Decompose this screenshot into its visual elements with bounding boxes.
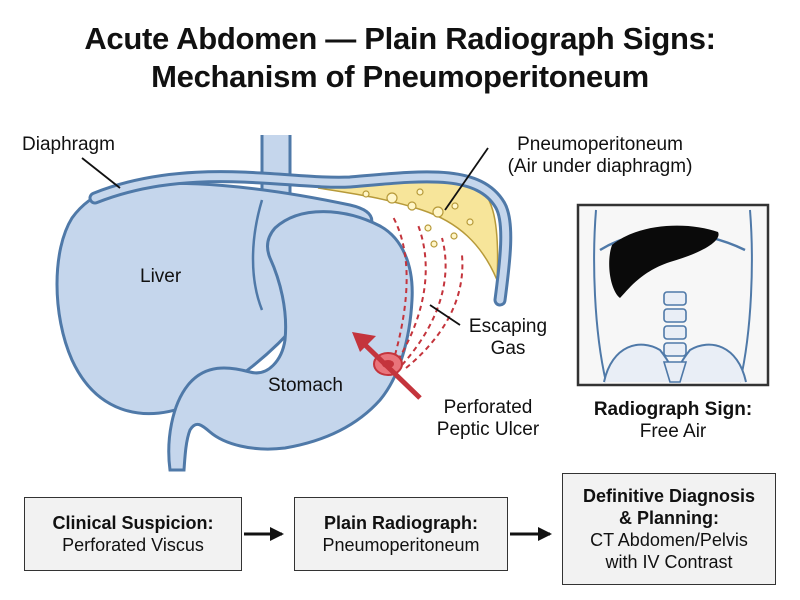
radiograph-sub: Free Air bbox=[639, 421, 707, 442]
air-bubble bbox=[386, 192, 398, 204]
air-bubble bbox=[450, 232, 458, 240]
gas-path bbox=[397, 224, 427, 361]
pneumo-leader bbox=[444, 147, 489, 211]
liver-lobe-line bbox=[251, 199, 264, 311]
xray-sacrum bbox=[662, 361, 688, 383]
flow-step-definitive-diagnosis: Definitive Diagnosis & Planning: CT Abdo… bbox=[562, 473, 776, 585]
gas-path bbox=[405, 254, 464, 369]
xray-body-outline bbox=[593, 209, 753, 383]
flow-step-1-text: Perforated Viscus bbox=[62, 535, 204, 555]
perforation-arrow bbox=[357, 337, 422, 400]
flow-step-plain-radiograph: Plain Radiograph: Pneumoperitoneum bbox=[294, 497, 508, 571]
escaping-line-1: Escaping bbox=[468, 316, 548, 337]
perforated-line-1: Perforated bbox=[443, 397, 533, 418]
label-diaphragm: Diaphragm bbox=[22, 134, 115, 155]
air-bubble bbox=[432, 206, 444, 218]
flow-step-3-heading-2: & Planning: bbox=[619, 508, 719, 528]
diaphragm-inner bbox=[91, 173, 510, 304]
escaping-line-2: Gas bbox=[490, 338, 526, 359]
perforation-arrowhead bbox=[352, 332, 376, 352]
radiograph-heading: Radiograph Sign: bbox=[593, 399, 753, 420]
flow-step-3-heading-1: Definitive Diagnosis bbox=[582, 486, 756, 506]
diagram-title: Acute Abdomen — Plain Radiograph Signs: … bbox=[0, 20, 800, 96]
label-perforated-ulcer: Perforated Peptic Ulcer bbox=[418, 397, 558, 441]
title-line-2: Mechanism of Pneumoperitoneum bbox=[151, 59, 649, 94]
air-bubble bbox=[424, 224, 432, 232]
perforated-line-2: Peptic Ulcer bbox=[436, 419, 540, 440]
label-pneumoperitoneum: Pneumoperitoneum (Air under diaphragm) bbox=[480, 134, 720, 178]
gas-path bbox=[391, 214, 408, 356]
air-bubble bbox=[466, 218, 474, 226]
label-stomach: Stomach bbox=[268, 375, 343, 396]
flow-step-clinical-suspicion: Clinical Suspicion: Perforated Viscus bbox=[24, 497, 242, 571]
diaphragm-leader bbox=[81, 157, 121, 189]
flow-step-3-text-1: CT Abdomen/Pelvis bbox=[590, 530, 748, 550]
air-bubble bbox=[430, 240, 438, 248]
flow-step-1-heading: Clinical Suspicion: bbox=[52, 513, 214, 533]
label-liver: Liver bbox=[140, 266, 182, 287]
flow-step-2-text: Pneumoperitoneum bbox=[322, 535, 480, 555]
air-bubbles bbox=[362, 188, 474, 248]
escaping-gas-paths bbox=[391, 214, 464, 369]
air-bubble bbox=[451, 202, 459, 210]
label-escaping-gas: Escaping Gas bbox=[458, 316, 558, 360]
escaping-leader bbox=[429, 304, 461, 326]
title-line-1: Acute Abdomen — Plain Radiograph Signs: bbox=[84, 21, 716, 56]
flow-step-3-text-2: with IV Contrast bbox=[605, 552, 733, 572]
radiograph-inset bbox=[576, 203, 770, 387]
stomach-shape bbox=[167, 210, 414, 472]
air-bubble bbox=[362, 190, 370, 198]
xray-spine bbox=[663, 291, 687, 357]
pneumo-line-2: (Air under diaphragm) bbox=[507, 156, 693, 177]
label-radiograph-sign: Radiograph Sign: Free Air bbox=[568, 399, 778, 443]
air-bubble bbox=[407, 201, 417, 211]
flow-step-2-heading: Plain Radiograph: bbox=[323, 513, 478, 533]
air-bubble bbox=[416, 188, 424, 196]
gas-path bbox=[401, 237, 447, 366]
xray-free-air bbox=[609, 225, 719, 298]
pneumo-line-1: Pneumoperitoneum bbox=[517, 134, 683, 155]
